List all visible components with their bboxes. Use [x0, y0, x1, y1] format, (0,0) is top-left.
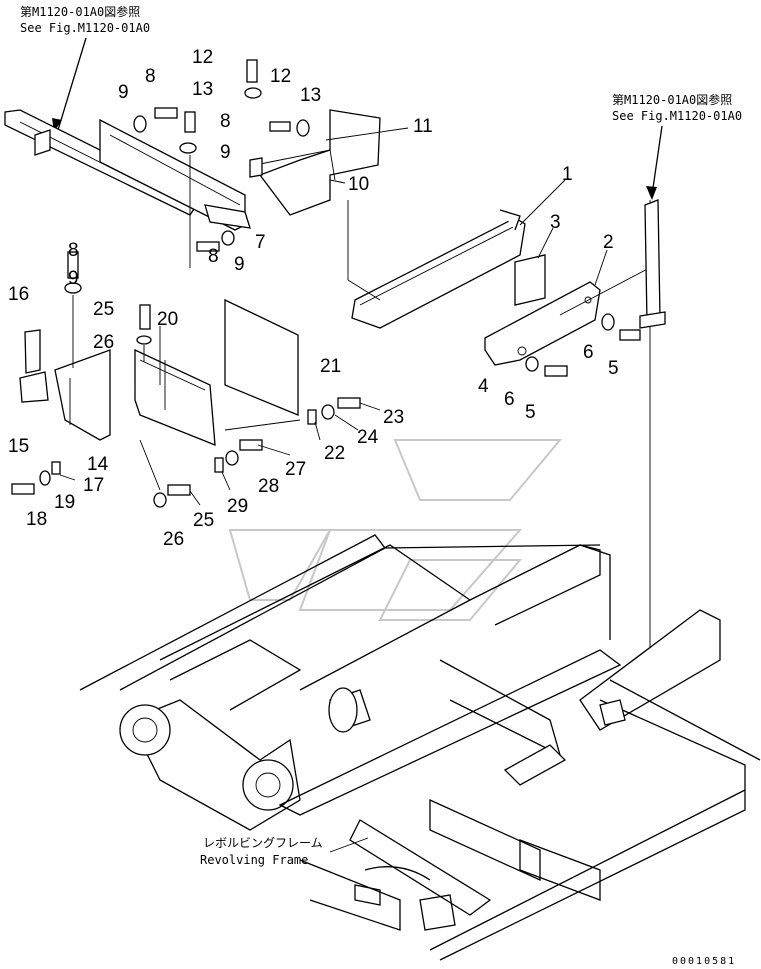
callout-8a: 8 [145, 66, 156, 87]
callout-11: 11 [413, 116, 433, 137]
ref-top-left-en: See Fig.M1120-01A0 [20, 21, 150, 35]
plate-part-2 [484, 281, 601, 366]
callout-8b: 8 [220, 111, 231, 132]
ref-right-jp: 第M1120-01A0図参照 [612, 92, 732, 107]
pad-part-16 [24, 329, 41, 374]
frame-label-en: Revolving Frame [200, 853, 308, 867]
vertical-rod [639, 199, 666, 329]
callout-26b: 26 [163, 529, 184, 550]
callout-5b: 5 [525, 402, 536, 423]
callout-5a: 5 [608, 358, 619, 379]
callout-14: 14 [87, 454, 109, 475]
bracket-part-1 [351, 209, 526, 329]
callout-8d: 8 [68, 240, 79, 261]
callout-20: 20 [157, 309, 178, 330]
frame-label-leader [329, 837, 369, 853]
callout-7: 7 [255, 232, 266, 253]
callout-25b: 25 [193, 510, 214, 531]
callout-29: 29 [227, 496, 248, 517]
callout-24: 24 [357, 427, 379, 448]
pad-part-15 [19, 371, 49, 403]
callout-19: 19 [54, 492, 75, 513]
leader-lines [59, 127, 656, 690]
callout-labels: 12 13 12 13 9 8 8 9 11 10 7 8 9 1 3 2 8 … [8, 47, 619, 550]
ref-top-left-jp: 第M1120-01A0図参照 [20, 4, 140, 19]
callout-6b: 6 [504, 389, 515, 410]
callout-22: 22 [324, 443, 345, 464]
callout-28: 28 [258, 476, 279, 497]
callout-25a: 25 [93, 299, 114, 320]
ref-arrow-left [57, 37, 87, 131]
callout-4: 4 [478, 376, 489, 397]
callout-1: 1 [562, 164, 573, 185]
callout-12a: 12 [192, 47, 213, 68]
ref-arrow-right-head [646, 186, 657, 200]
callout-12b: 12 [270, 66, 291, 87]
callout-9c: 9 [234, 254, 245, 275]
pad-part-3 [514, 254, 546, 306]
bracket-part-14 [54, 349, 111, 441]
callout-9a: 9 [118, 82, 129, 103]
ref-right-en: See Fig.M1120-01A0 [612, 109, 742, 123]
callout-9b: 9 [220, 142, 231, 163]
callout-18: 18 [26, 509, 47, 530]
bracket-part-7 [99, 118, 251, 231]
callout-10: 10 [348, 174, 369, 195]
callout-13a: 13 [192, 79, 213, 100]
plate-part-20 [134, 348, 216, 446]
hardware [11, 59, 641, 508]
callout-16: 16 [8, 284, 29, 305]
callout-13b: 13 [300, 85, 321, 106]
callout-27: 27 [285, 459, 306, 480]
drawing-code: 00010581 [672, 956, 736, 967]
ref-arrow-right [651, 125, 663, 196]
pad-part-21 [224, 298, 299, 416]
callout-26a: 26 [93, 332, 114, 353]
callout-23: 23 [383, 407, 404, 428]
callout-9d: 9 [68, 268, 79, 289]
watermark-logo [228, 439, 563, 621]
callout-21: 21 [320, 356, 341, 377]
frame-label-jp: レボルビングフレーム [203, 836, 323, 850]
callout-2: 2 [603, 232, 614, 253]
callout-15: 15 [8, 436, 29, 457]
revolving-frame [79, 534, 761, 961]
callout-17: 17 [83, 475, 104, 496]
callout-3: 3 [550, 212, 561, 233]
callout-8c: 8 [208, 246, 219, 267]
callout-6a: 6 [583, 342, 594, 363]
